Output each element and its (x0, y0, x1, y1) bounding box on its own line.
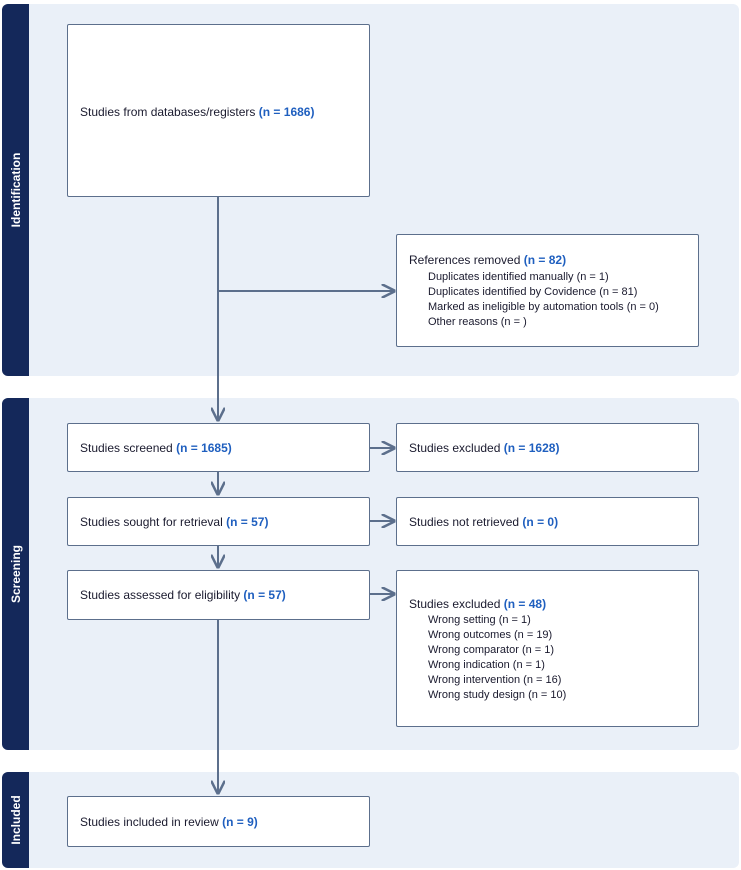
not-retrieved-label: Studies not retrieved (409, 515, 520, 529)
included-box: Studies included in review (n = 9) (67, 796, 370, 847)
exclusion-reason-item: Wrong study design (n = 10) (428, 689, 567, 701)
screening-label: Screening (2, 398, 29, 750)
retrieval-label: Studies sought for retrieval (80, 515, 223, 529)
removed-label: References removed (409, 253, 521, 267)
removed-reason-item: Duplicates identified manually (n = 1) (428, 271, 609, 283)
screening-label-text: Screening (8, 544, 23, 604)
excluded-fulltext-box: Studies excluded (n = 48) Wrong setting … (396, 570, 699, 727)
removed-reason-item: Other reasons (n = ) (428, 316, 527, 328)
included-count: (n = 9) (222, 815, 258, 829)
identification-label-text: Identification (8, 152, 23, 228)
screened-count: (n = 1685) (176, 441, 232, 455)
databases-label: Studies from databases/registers (80, 105, 256, 119)
exclusion-reason-item: Wrong intervention (n = 16) (428, 674, 562, 686)
removed-reason-item: Marked as ineligible by automation tools… (428, 301, 659, 313)
included-label-text: Included (8, 795, 23, 845)
exclusion-reasons-list: Wrong setting (n = 1) Wrong outcomes (n … (428, 613, 566, 703)
screened-box: Studies screened (n = 1685) (67, 423, 370, 472)
exclusion-reason-item: Wrong comparator (n = 1) (428, 644, 555, 656)
removed-reason-item: Duplicates identified by Covidence (n = … (428, 286, 638, 298)
databases-box: Studies from databases/registers (n = 16… (67, 24, 370, 197)
excluded-screening-count: (n = 1628) (503, 441, 560, 455)
exclusion-reason-item: Wrong outcomes (n = 19) (428, 629, 553, 641)
exclusion-reason-item: Wrong indication (n = 1) (428, 659, 545, 671)
not-retrieved-box: Studies not retrieved (n = 0) (396, 497, 699, 546)
excluded-screening-box: Studies excluded (n = 1628) (396, 423, 699, 472)
retrieval-box: Studies sought for retrieval (n = 57) (67, 497, 370, 546)
excluded-screening-label: Studies excluded (409, 441, 501, 455)
not-retrieved-count: (n = 0) (522, 515, 559, 529)
eligibility-label: Studies assessed for eligibility (80, 588, 241, 602)
removed-count: (n = 82) (523, 253, 567, 267)
excluded-fulltext-count: (n = 48) (503, 597, 547, 611)
retrieval-count: (n = 57) (226, 515, 269, 529)
references-removed-box: References removed (n = 82) Duplicates i… (396, 234, 699, 347)
included-label-box: Studies included in review (80, 815, 219, 829)
databases-count: (n = 1686) (258, 105, 315, 119)
included-label: Included (2, 772, 29, 868)
screened-label: Studies screened (80, 441, 173, 455)
exclusion-reason-item: Wrong setting (n = 1) (428, 614, 531, 626)
excluded-fulltext-label: Studies excluded (409, 597, 501, 611)
removed-reasons-list: Duplicates identified manually (n = 1) D… (428, 270, 659, 330)
eligibility-count: (n = 57) (243, 588, 286, 602)
identification-label: Identification (2, 4, 29, 376)
eligibility-box: Studies assessed for eligibility (n = 57… (67, 570, 370, 620)
